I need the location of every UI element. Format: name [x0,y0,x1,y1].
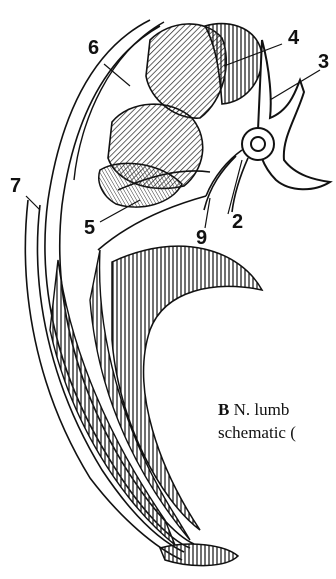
caption-line-1: B N. lumb [218,398,296,421]
figure-caption: B N. lumb schematic ( [218,398,296,444]
figure-letter: B [218,400,229,419]
callout-4: 4 [288,28,299,48]
caption-line-2: schematic ( [218,421,296,444]
callout-2: 2 [232,212,243,232]
callout-7: 7 [10,176,21,196]
callout-5: 5 [84,218,95,238]
callout-6: 6 [88,38,99,58]
tendon-ending [160,544,238,566]
caption-line-1-text: N. lumb [234,400,290,419]
callout-3: 3 [318,52,329,72]
callout-9: 9 [196,228,207,248]
